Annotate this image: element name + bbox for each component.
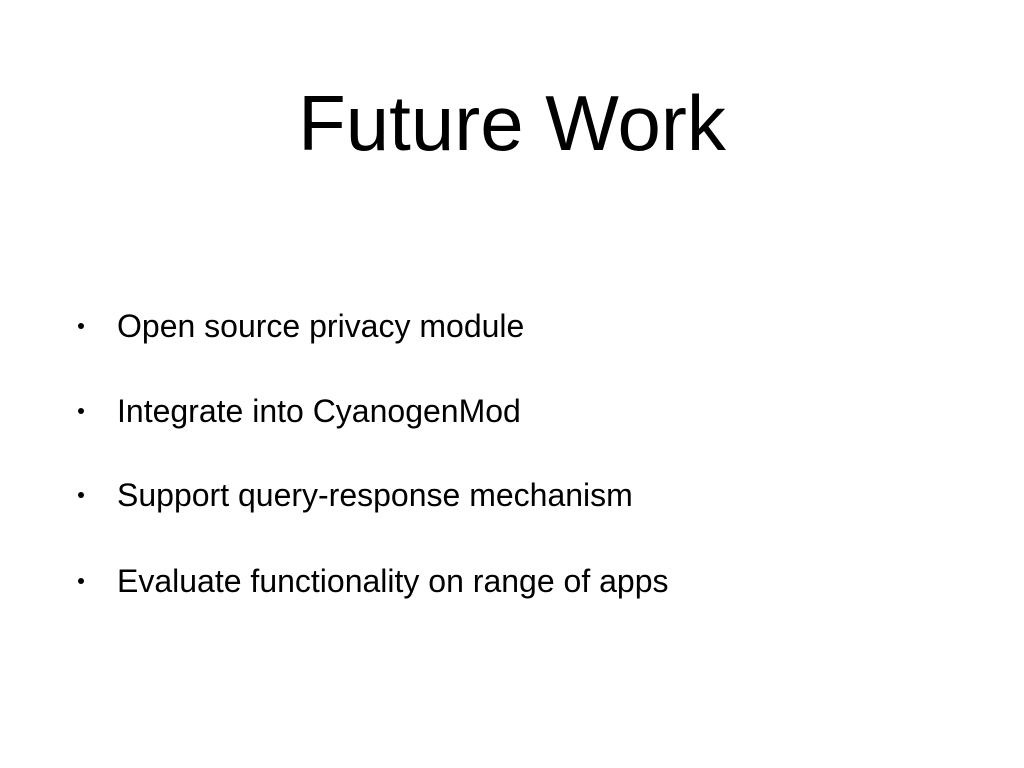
- bullet-text: Evaluate functionality on range of apps: [117, 563, 669, 599]
- bullet-text: Support query-response mechanism: [117, 477, 633, 513]
- bullet-item: Open source privacy module: [78, 306, 978, 346]
- bullet-text: Integrate into CyanogenMod: [117, 393, 521, 429]
- bullet-dot-icon: [78, 578, 84, 584]
- bullet-dot-icon: [78, 492, 84, 498]
- slide-title: Future Work: [298, 79, 726, 167]
- bullet-dot-icon: [78, 323, 84, 329]
- bullet-item: Support query-response mechanism: [78, 475, 978, 515]
- bullet-dot-icon: [78, 408, 84, 414]
- bullet-item: Integrate into CyanogenMod: [78, 391, 978, 431]
- bullet-item: Evaluate functionality on range of apps: [78, 561, 978, 601]
- bullet-text: Open source privacy module: [117, 308, 525, 344]
